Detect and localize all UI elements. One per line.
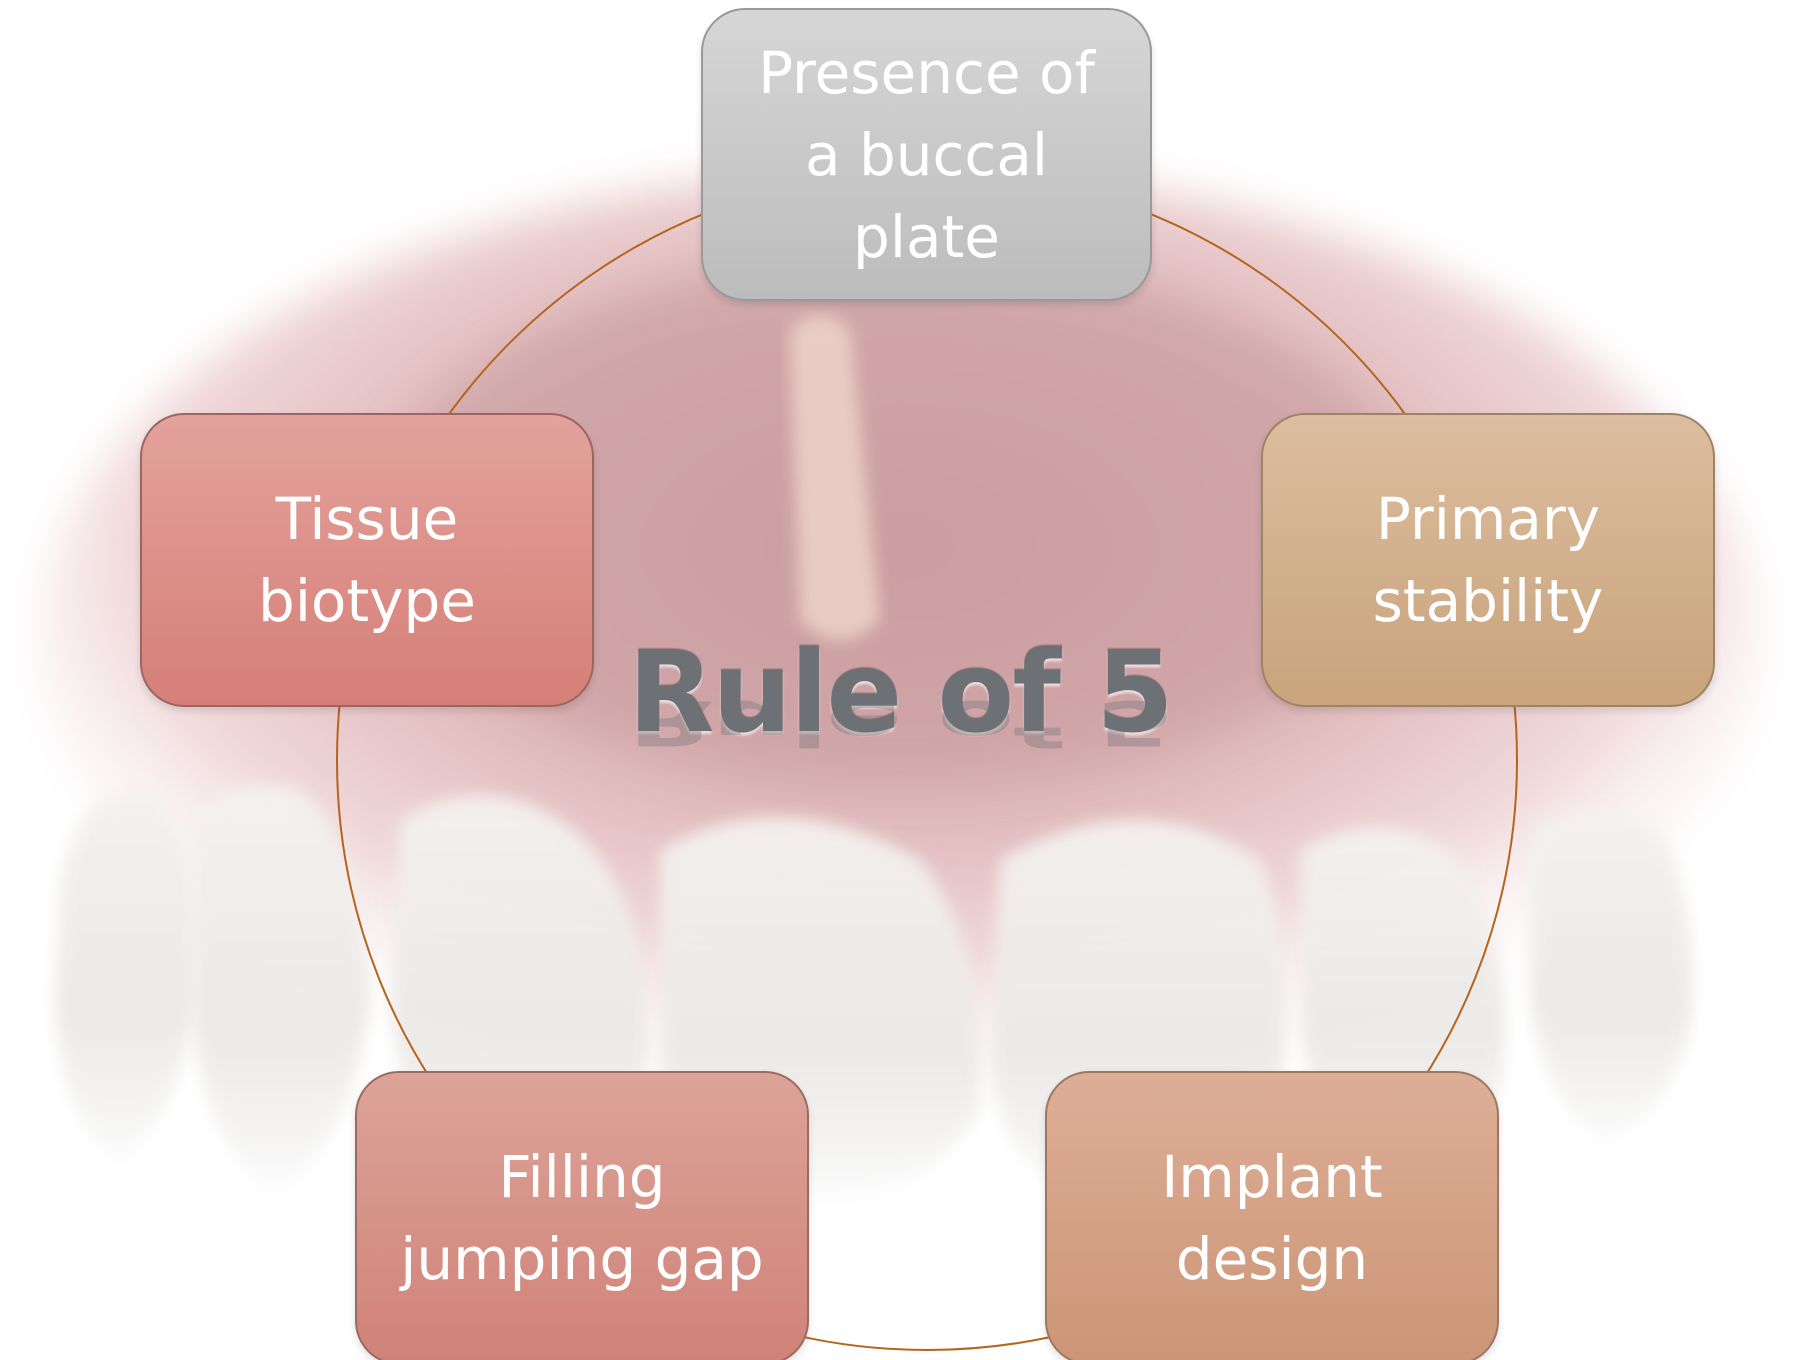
node-primary-stability: Primary stability (1261, 413, 1715, 707)
node-buccal-plate: Presence of a buccal plate (701, 8, 1152, 301)
fade-overlay (0, 1150, 1800, 1360)
node-buccal-plate-label: Presence of a buccal plate (742, 32, 1111, 278)
node-implant-design: Implant design (1045, 1071, 1499, 1360)
node-implant-design-label: Implant design (1145, 1136, 1399, 1300)
node-filling-jumping-gap-label: Filling jumping gap (384, 1136, 780, 1300)
center-title-reflection: Rule of 5 (560, 687, 1240, 759)
node-tissue-biotype: Tissue biotype (140, 413, 594, 707)
node-filling-jumping-gap: Filling jumping gap (355, 1071, 809, 1360)
node-tissue-biotype-label: Tissue biotype (242, 478, 492, 642)
node-primary-stability-label: Primary stability (1357, 478, 1620, 642)
